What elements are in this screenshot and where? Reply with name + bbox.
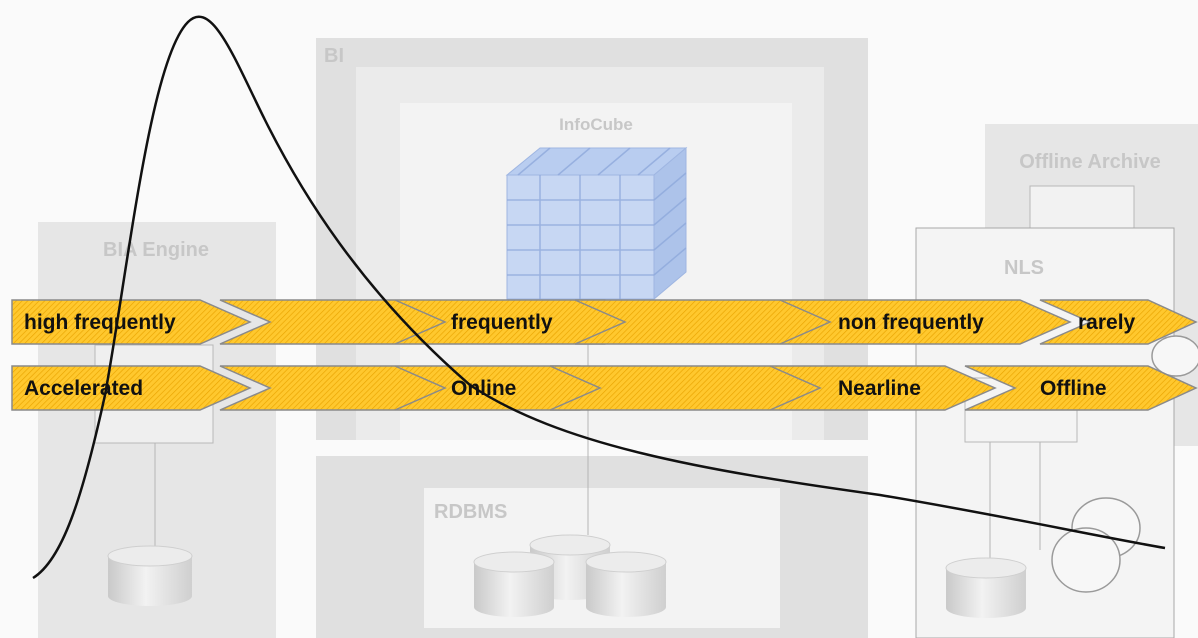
access-frequency-curve [32, 15, 1166, 580]
label-online: Online [451, 377, 516, 400]
bia-database-icon [107, 545, 193, 606]
bi-label: BI [324, 45, 344, 67]
rdbms-database-icon [473, 534, 667, 617]
label-nearline: Nearline [838, 377, 921, 400]
arrow-non-frequently [574, 299, 1072, 345]
label-rarely: rarely [1078, 311, 1136, 334]
bia-engine-box: BIA Engine [38, 222, 276, 638]
nls-label: NLS [1004, 257, 1044, 279]
infocube-label: InfoCube [559, 115, 633, 134]
label-offline: Offline [1040, 377, 1107, 400]
storage-row: Accelerated Online Nearline Offline [11, 365, 1198, 411]
label-high-frequently: high frequently [24, 311, 176, 334]
label-frequently: frequently [451, 311, 553, 334]
arrow-offline [964, 365, 1198, 411]
rdbms-label: RDBMS [434, 501, 507, 523]
nls-database-icon [945, 557, 1027, 618]
frequency-row: high frequently frequently non frequentl… [11, 299, 1198, 345]
infocube-icon [505, 146, 688, 301]
label-non-frequently: non frequently [838, 311, 984, 334]
offline-archive-label: Offline Archive [1019, 151, 1161, 173]
arrow-high-frequently [11, 299, 252, 345]
arrow-accelerated [11, 365, 252, 411]
archive-media-icon [1051, 335, 1198, 593]
arrow-nearline [549, 365, 997, 411]
arrow-rarely [1039, 299, 1198, 345]
label-accelerated: Accelerated [24, 377, 143, 400]
nls-box: NLS [915, 227, 1198, 638]
bia-engine-label: BIA Engine [103, 239, 209, 261]
rdbms-box: RDBMS [316, 300, 868, 638]
